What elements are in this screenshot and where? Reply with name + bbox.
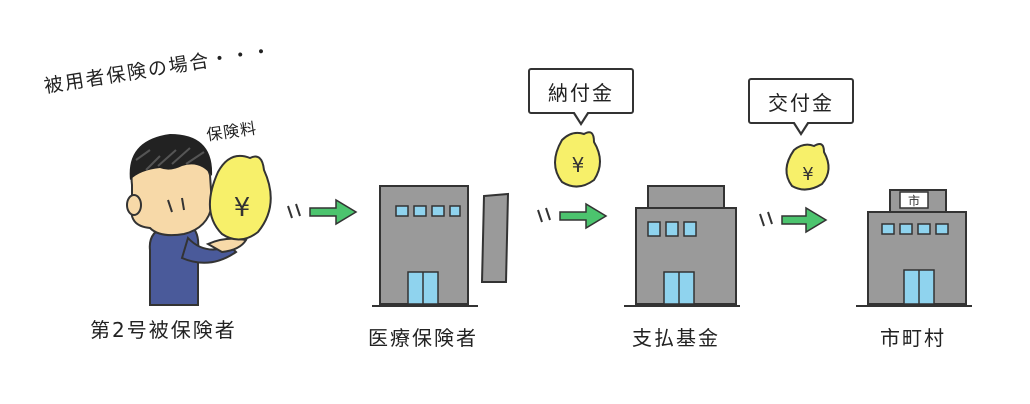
insured-label: 第2号被保険者 (90, 318, 237, 342)
payment-bubble: 納付金 (528, 68, 634, 114)
money-bag-icon: ¥ (554, 131, 601, 188)
arrow-icon (759, 206, 828, 234)
yen-mark: ¥ (234, 193, 251, 223)
grant-bubble: 交付金 (748, 78, 854, 124)
insurer-label: 医療保険者 (368, 326, 478, 350)
arrow-icon (287, 198, 358, 226)
building-icon: 市 (856, 189, 972, 307)
city-sign: 市 (908, 193, 920, 208)
building-icon (624, 185, 740, 307)
money-bag-icon: ¥ (785, 143, 830, 191)
arrow-icon (537, 202, 608, 230)
yen-mark: ¥ (572, 153, 585, 177)
money-bag-icon: ¥ (208, 154, 272, 241)
grant-bubble-label: 交付金 (768, 90, 834, 115)
building-icon (372, 185, 510, 307)
municipality-label: 市町村 (880, 326, 946, 350)
person-icon (126, 134, 248, 306)
fund-label: 支払基金 (632, 326, 720, 350)
yen-mark: ¥ (802, 164, 813, 185)
payment-bubble-label: 納付金 (548, 80, 614, 105)
